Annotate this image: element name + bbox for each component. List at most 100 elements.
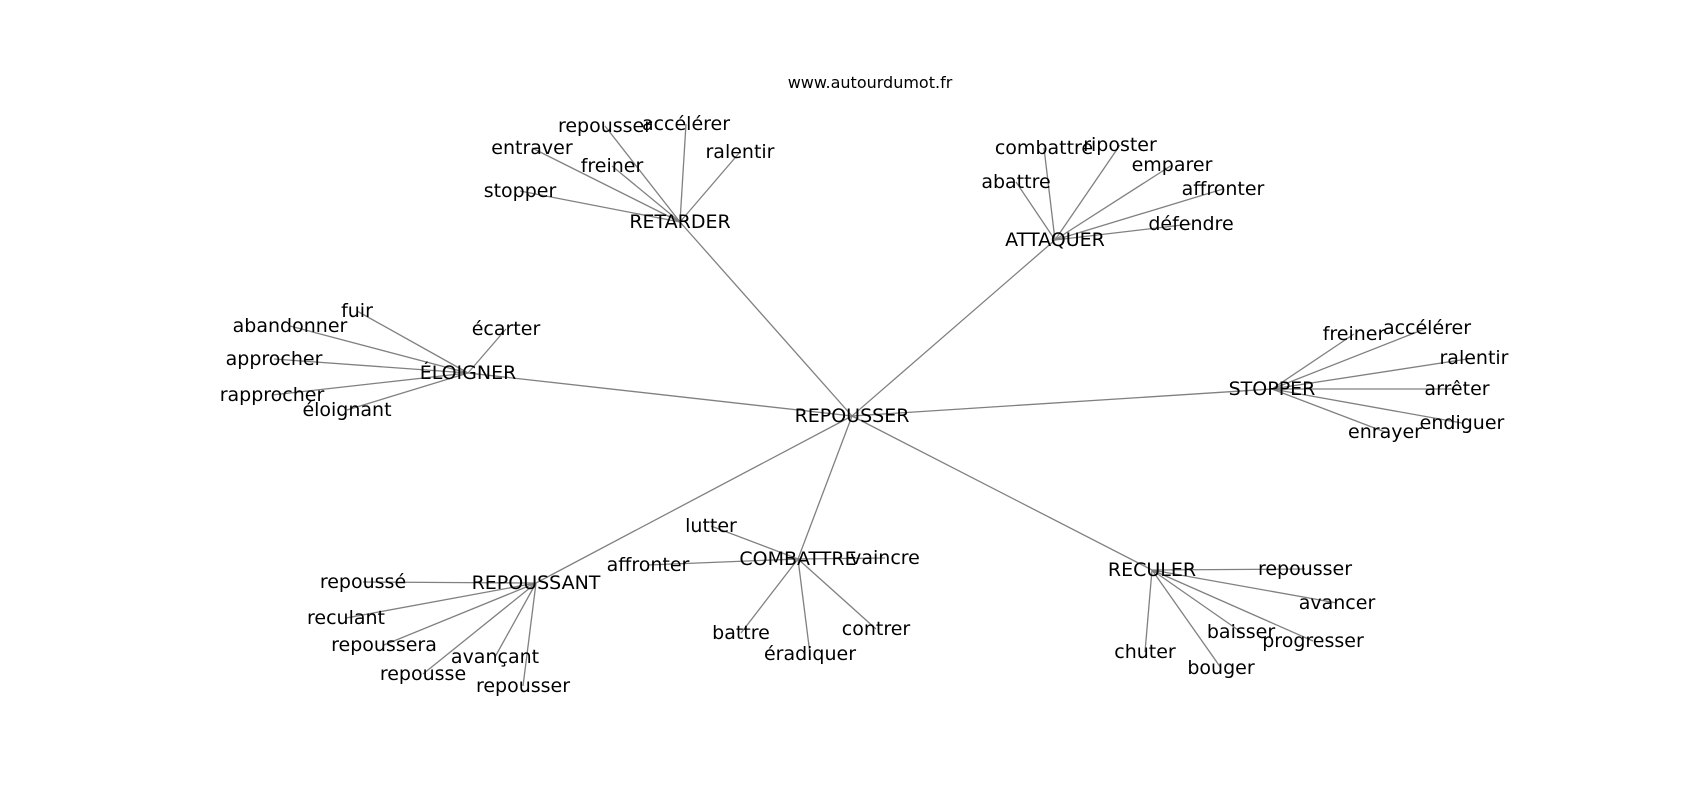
hub-node[interactable]: ATTAQUER [1005,229,1105,251]
leaf-node[interactable]: abattre [981,171,1050,193]
leaf-node[interactable]: repoussé [320,571,406,593]
edge-hub-to-leaf [362,581,537,584]
edge-hub-to-leaf [522,582,537,687]
edge-hub-to-leaf [1151,569,1338,604]
leaf-node[interactable]: bouger [1187,657,1254,679]
edge-hub-to-leaf [647,558,799,566]
edge-hub-to-leaf [604,125,681,223]
edge-center-to-hub [467,372,853,417]
leaf-node[interactable]: riposter [1083,134,1157,156]
hub-node[interactable]: REPOUSSANT [472,572,601,594]
edge-hub-to-leaf [797,558,811,655]
edge-hub-to-leaf [271,372,469,396]
leaf-node[interactable]: accélérer [642,113,730,135]
edge-hub-to-leaf [1054,223,1192,241]
edge-hub-to-leaf [1043,147,1056,241]
leaf-node[interactable]: progresser [1262,630,1364,652]
edge-hub-to-leaf [1151,569,1242,633]
edge-hub-to-leaf [1054,188,1224,241]
edge-hub-to-leaf [345,582,537,619]
leaf-node[interactable]: ralentir [705,141,774,163]
edge-hub-to-leaf [519,190,681,223]
edge-hub-to-leaf [531,147,681,223]
edge-hub-to-leaf [1144,569,1153,653]
leaf-node[interactable]: combattre [995,137,1093,159]
labels-layer: REPOUSSERRETARDERrepousseraccélérerentra… [220,113,1509,697]
leaf-node[interactable]: vaincre [850,547,920,569]
center-node[interactable]: REPOUSSER [795,405,910,427]
leaf-node[interactable]: défendre [1148,213,1233,235]
edge-hub-to-leaf [346,372,469,411]
leaf-node[interactable]: entraver [491,137,573,159]
edge-hub-to-leaf [467,328,507,374]
edge-hub-to-leaf [1151,569,1222,669]
edge-hub-to-leaf [679,151,741,223]
leaf-node[interactable]: repousser [1258,558,1352,580]
leaf-node[interactable]: stopper [484,180,557,202]
leaf-node[interactable]: avancer [1299,592,1376,614]
leaf-node[interactable]: éradiquer [764,643,856,665]
edge-center-to-hub [851,239,1056,417]
leaf-node[interactable]: freiner [1323,323,1386,345]
leaf-node[interactable]: battre [712,622,770,644]
edge-center-to-hub [535,415,853,584]
hub-node[interactable]: RECULER [1108,559,1196,581]
edge-hub-to-leaf [797,558,877,630]
edge-center-to-hub [797,415,853,560]
leaf-node[interactable]: approcher [226,348,323,370]
edge-hub-to-leaf [1271,357,1475,390]
hub-node[interactable]: COMBATTRE [739,548,856,570]
edge-hub-to-leaf [289,325,469,374]
edge-center-to-hub [851,415,1153,571]
leaf-node[interactable]: rapprocher [220,384,325,406]
edge-hub-to-leaf [1271,333,1355,390]
leaf-node[interactable]: freiner [581,155,644,177]
edge-hub-to-leaf [1054,164,1173,241]
watermark-text: www.autourdumot.fr [788,73,953,92]
leaf-node[interactable]: reculant [307,607,385,629]
edge-hub-to-leaf [273,358,469,374]
leaf-node[interactable]: écarter [472,318,541,340]
edge-hub-to-leaf [356,310,469,374]
leaf-node[interactable]: avançant [451,646,539,668]
leaf-node[interactable]: repousser [476,675,570,697]
edge-hub-to-leaf [797,557,886,560]
leaf-node[interactable]: endiguer [1420,412,1505,434]
edge-center-to-hub [679,221,853,417]
leaf-node[interactable]: enrayer [1348,421,1422,443]
edge-hub-to-leaf [1151,569,1314,642]
leaf-node[interactable]: contrer [842,618,911,640]
leaf-node[interactable]: baisser [1207,621,1275,643]
leaf-node[interactable]: accélérer [1383,317,1471,339]
leaf-node[interactable]: repoussera [331,634,437,656]
leaf-node[interactable]: repousse [380,663,466,685]
hub-node[interactable]: ÉLOIGNER [420,361,517,384]
leaf-node[interactable]: chuter [1114,641,1176,663]
leaf-node[interactable]: fuir [341,300,373,322]
leaf-node[interactable]: arrêter [1424,378,1489,400]
edge-hub-to-leaf [494,582,537,658]
edge-hub-to-leaf [740,558,799,634]
edge-hub-to-leaf [1015,181,1056,241]
leaf-node[interactable]: ralentir [1439,347,1508,369]
edge-hub-to-leaf [710,525,799,560]
edge-hub-to-leaf [611,165,681,223]
edge-hub-to-leaf [1271,327,1428,390]
edge-hub-to-leaf [1151,568,1306,571]
edge-center-to-hub [851,388,1273,417]
edge-hub-to-leaf [1271,388,1463,424]
leaf-node[interactable]: éloignant [302,399,391,421]
hub-node[interactable]: STOPPER [1229,378,1316,400]
edge-hub-to-leaf [1054,144,1121,241]
edge-hub-to-leaf [679,123,687,223]
leaf-node[interactable]: lutter [685,515,737,537]
leaf-node[interactable]: abandonner [233,315,348,337]
leaf-node[interactable]: emparer [1132,154,1213,176]
hub-node[interactable]: RETARDER [629,211,730,233]
edges-layer [271,123,1475,687]
leaf-node[interactable]: affronter [607,554,690,576]
edge-hub-to-leaf [383,582,537,646]
leaf-node[interactable]: repousser [558,115,652,137]
leaf-node[interactable]: affronter [1182,178,1265,200]
